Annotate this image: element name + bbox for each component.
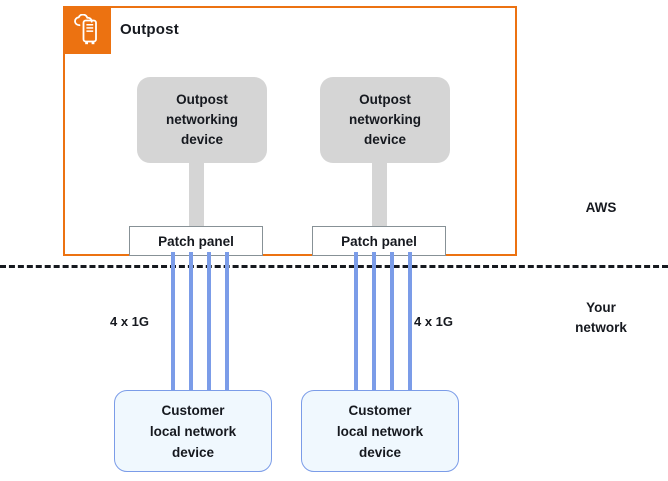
connector-stem-right [372, 160, 387, 230]
cust-device-left-line2: local network [149, 423, 237, 439]
cust-device-right-line2: local network [336, 423, 424, 439]
zone-label-your-network-line2: network [575, 320, 627, 335]
cable-left-3 [207, 252, 211, 394]
cable-left-2 [189, 252, 193, 394]
cable-right-3 [390, 252, 394, 394]
cable-left-1 [171, 252, 175, 394]
customer-local-network-device-right: Customer local network device [301, 390, 459, 472]
net-device-left-line2: networking [165, 112, 238, 127]
outpost-boundary [63, 6, 517, 256]
cust-device-left-line3: device [171, 444, 215, 460]
cust-device-right-line3: device [358, 444, 402, 460]
link-speed-label-right: 4 x 1G [414, 314, 454, 329]
patch-panel-right: Patch panel [312, 226, 446, 256]
outpost-networking-device-right: Outpost networking device [320, 77, 450, 163]
zone-label-your-network-line1: Your [586, 300, 616, 315]
zone-label-aws: AWS [585, 200, 617, 215]
net-device-left-line1: Outpost [176, 92, 228, 107]
cable-right-4 [408, 252, 412, 394]
net-device-right-line1: Outpost [359, 92, 411, 107]
zone-label-your-network: Your network [540, 298, 662, 338]
cable-right-1 [354, 252, 358, 394]
connector-stem-left [189, 160, 204, 230]
patch-panel-left: Patch panel [129, 226, 263, 256]
customer-local-network-device-left: Customer local network device [114, 390, 272, 472]
cust-device-right-line1: Customer [348, 402, 412, 418]
cable-right-2 [372, 252, 376, 394]
net-device-right-line3: device [363, 132, 406, 147]
cable-left-4 [225, 252, 229, 394]
link-speed-label-left: 4 x 1G [110, 314, 150, 329]
net-device-left-line3: device [180, 132, 223, 147]
cust-device-left-line1: Customer [161, 402, 225, 418]
outpost-rack-cloud-icon [63, 6, 111, 54]
net-device-right-line2: networking [348, 112, 421, 127]
outpost-networking-device-left: Outpost networking device [137, 77, 267, 163]
aws-customer-boundary-divider [0, 265, 668, 268]
outpost-title: Outpost [120, 21, 179, 38]
